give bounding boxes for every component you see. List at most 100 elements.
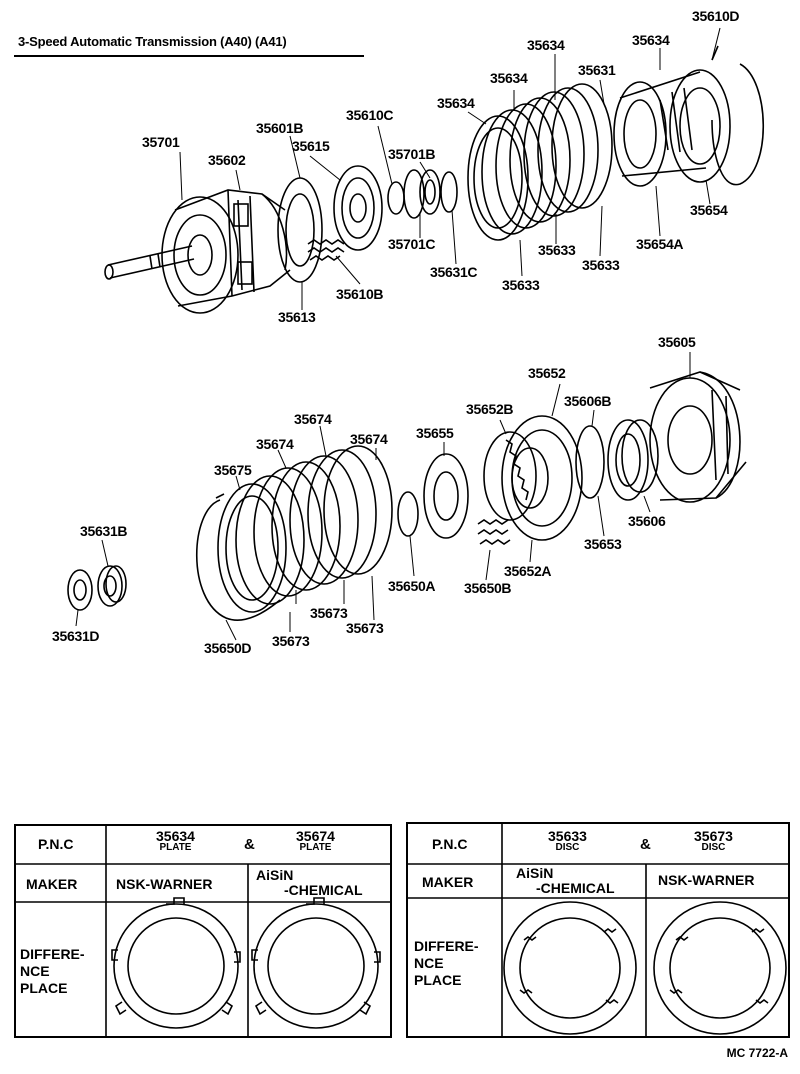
label-35606B: 35606B xyxy=(564,393,612,409)
maker-aisin-chemical: AiSiN -CHEMICAL xyxy=(256,868,363,898)
label-35634: 35634 xyxy=(490,70,528,86)
springs-35650B xyxy=(477,519,511,545)
maker-line: -CHEMICAL xyxy=(284,882,363,898)
difference-place-header: DIFFERE- NCE PLACE xyxy=(414,938,479,989)
plates-discs-bottom xyxy=(217,445,393,613)
retainer-35615 xyxy=(333,165,383,251)
plates-discs-top xyxy=(467,83,613,241)
label-35652A: 35652A xyxy=(504,563,552,579)
label-35701: 35701 xyxy=(142,134,180,150)
clutch-hub-35654A xyxy=(613,69,731,187)
part-type: PLATE xyxy=(299,842,332,853)
part-type: DISC xyxy=(701,842,726,853)
difference-line: DIFFERE- xyxy=(414,938,479,954)
part-number-35673: 35673 DISC xyxy=(694,828,733,853)
label-35633: 35633 xyxy=(502,277,540,293)
label-35673: 35673 xyxy=(346,620,384,636)
label-35631: 35631 xyxy=(578,62,616,78)
disc-comparison-table: P.N.C 35633 DISC & 35673 DISC MAKER AiSi… xyxy=(406,822,790,1038)
label-35613: 35613 xyxy=(278,309,316,325)
oil-seal-35606 xyxy=(607,419,659,501)
label-35605: 35605 xyxy=(658,334,696,350)
part-number: 35633 xyxy=(548,828,587,844)
leader-lines-top xyxy=(179,27,721,310)
maker-line: -CHEMICAL xyxy=(536,880,615,896)
plate-nsk-warner-illustration xyxy=(111,897,241,1029)
bearing-35631B xyxy=(97,565,127,607)
label-35610C: 35610C xyxy=(346,107,394,123)
page-title: 3-Speed Automatic Transmission (A40) (A4… xyxy=(18,34,287,49)
maker-aisin-chemical: AiSiN -CHEMICAL xyxy=(516,866,615,896)
piston-35601B xyxy=(277,177,323,283)
label-35650D: 35650D xyxy=(204,640,252,656)
leader-lines-bottom xyxy=(75,352,691,641)
washer-35631D xyxy=(67,569,93,611)
maker-nsk-warner: NSK-WARNER xyxy=(658,872,755,888)
disc-aisin-chemical-illustration xyxy=(503,901,637,1035)
difference-line: PLACE xyxy=(414,972,462,988)
label-35634: 35634 xyxy=(632,32,670,48)
plate-comparison-table: P.N.C 35634 PLATE & 35674 PLATE MAKER NS… xyxy=(14,824,392,1038)
o-ring-35650A xyxy=(397,491,419,537)
spring-35610B xyxy=(307,239,345,261)
diagram-code: MC 7722-A xyxy=(726,1046,788,1060)
difference-place-header: DIFFERE- NCE PLACE xyxy=(20,946,85,997)
label-35673: 35673 xyxy=(272,633,310,649)
label-35701B: 35701B xyxy=(388,146,436,162)
part-type: DISC xyxy=(555,842,580,853)
o-ring-35606B xyxy=(575,425,605,499)
part-number-35634: 35634 PLATE xyxy=(156,828,195,853)
label-35673: 35673 xyxy=(310,605,348,621)
label-35652B: 35652B xyxy=(466,401,514,417)
difference-line: NCE xyxy=(414,955,444,971)
snap-ring-35610C xyxy=(387,181,405,215)
maker-line: AiSiN xyxy=(256,867,294,883)
label-35654: 35654 xyxy=(690,202,728,218)
label-35634: 35634 xyxy=(437,95,475,111)
label-35631D: 35631D xyxy=(52,628,100,644)
label-35633: 35633 xyxy=(538,242,576,258)
maker-line: AiSiN xyxy=(516,865,554,881)
label-35650B: 35650B xyxy=(464,580,512,596)
piston-35655 xyxy=(423,453,469,539)
gasket-35652B xyxy=(483,431,537,521)
label-35674: 35674 xyxy=(256,436,294,452)
difference-line: NCE xyxy=(20,963,50,979)
snap-ring-35650D xyxy=(196,493,281,621)
difference-line: PLACE xyxy=(20,980,68,996)
label-35652: 35652 xyxy=(528,365,566,381)
pump-gear-35652 xyxy=(501,415,583,541)
input-shaft xyxy=(104,245,195,280)
maker-header: MAKER xyxy=(26,876,78,892)
part-number-35633: 35633 DISC xyxy=(548,828,587,853)
label-35634: 35634 xyxy=(527,37,565,53)
label-35631B: 35631B xyxy=(80,523,128,539)
label-35675: 35675 xyxy=(214,462,252,478)
difference-line: DIFFERE- xyxy=(20,946,85,962)
pnc-header: P.N.C xyxy=(38,836,74,852)
label-35701C: 35701C xyxy=(388,236,436,252)
plate-aisin-chemical-illustration xyxy=(251,897,381,1029)
part-type: PLATE xyxy=(159,842,192,853)
label-35674: 35674 xyxy=(350,431,388,447)
label-35654A: 35654A xyxy=(636,236,684,252)
part-number: 35674 xyxy=(296,828,335,844)
part-number-35674: 35674 PLATE xyxy=(296,828,335,853)
title-underline xyxy=(14,55,364,57)
label-35602: 35602 xyxy=(208,152,246,168)
label-35653: 35653 xyxy=(584,536,622,552)
label-35601B: 35601B xyxy=(256,120,304,136)
label-35655: 35655 xyxy=(416,425,454,441)
maker-nsk-warner: NSK-WARNER xyxy=(116,876,213,892)
label-35610B: 35610B xyxy=(336,286,384,302)
part-number: 35673 xyxy=(694,828,733,844)
table-grid xyxy=(406,822,790,1038)
part-number: 35634 xyxy=(156,828,195,844)
label-35606: 35606 xyxy=(628,513,666,529)
clutch-drum-35701 xyxy=(161,189,291,314)
table-grid xyxy=(14,824,392,1038)
ampersand: & xyxy=(640,836,651,853)
maker-header: MAKER xyxy=(422,874,474,890)
label-35633: 35633 xyxy=(582,257,620,273)
